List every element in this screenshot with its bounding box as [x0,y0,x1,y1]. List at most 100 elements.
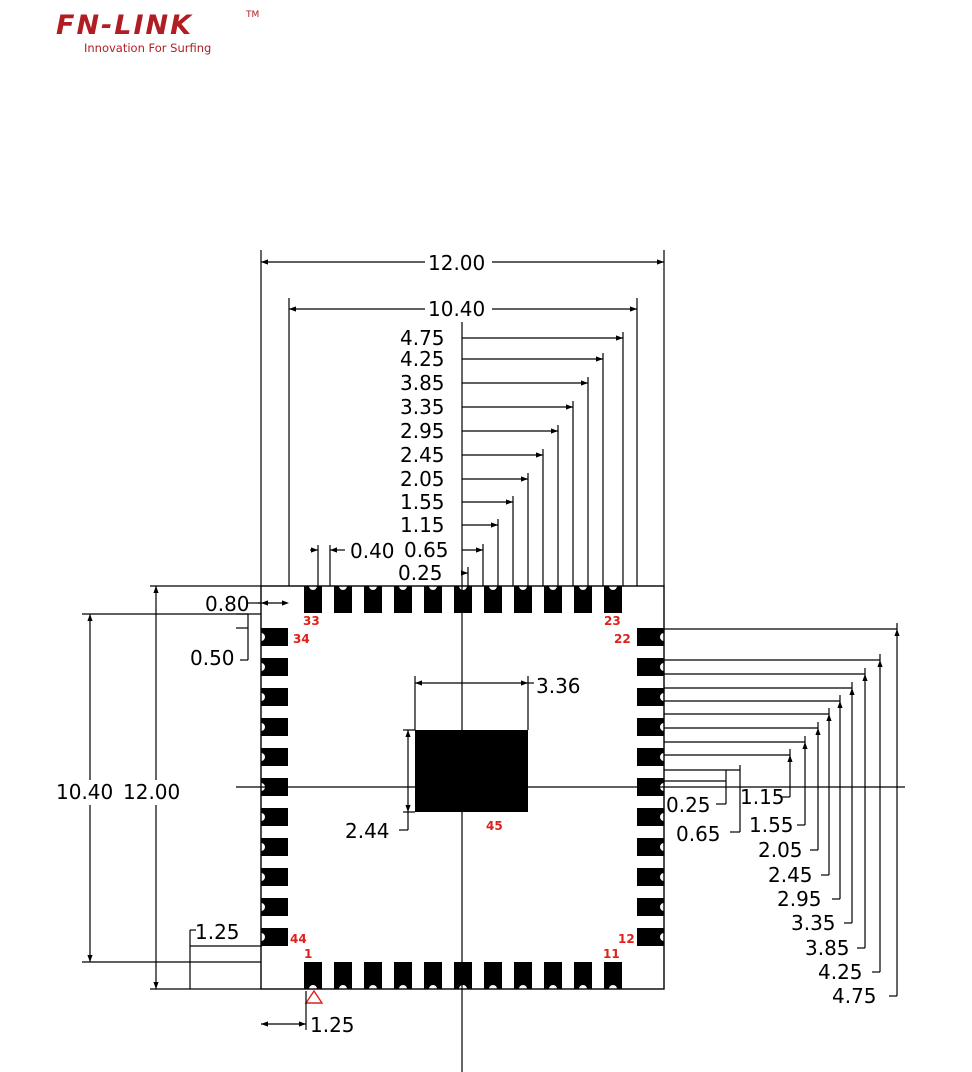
arrowhead [405,730,410,737]
top-pad [454,586,472,613]
top-pad [334,586,352,613]
dim-right-offset-1.55: 1.55 [749,813,794,837]
arrowhead [261,600,268,605]
top-pad [304,586,322,613]
dim-pad-length: 0.80 [205,592,250,616]
right-pad [637,718,664,736]
pin-label-33: 33 [303,614,320,628]
bottom-pad [424,962,442,989]
arrowhead [506,499,513,504]
arrowhead [657,259,664,264]
dim-top-offset-3.85: 3.85 [400,371,445,395]
right-pad [637,808,664,826]
top-pad [544,586,562,613]
top-pad [424,586,442,613]
left-pad [261,838,288,856]
left-pad [261,898,288,916]
left-pad [261,868,288,886]
left-pad [261,628,288,646]
arrowhead [289,306,296,311]
dim-corner-offset-x: 1.25 [310,1013,355,1037]
bottom-pad [394,962,412,989]
dim-right-offset-0.25: 0.25 [666,793,711,817]
left-pad [261,718,288,736]
arrowhead [894,629,899,636]
pin-label-44: 44 [290,932,307,946]
dim-top-offset-3.35: 3.35 [400,395,445,419]
arrowhead [461,570,468,575]
bottom-pad [574,962,592,989]
bottom-pad [364,962,382,989]
top-pad [574,586,592,613]
dim-top-offset-0.65: 0.65 [404,538,449,562]
dim-right-offset-1.15: 1.15 [740,785,785,809]
dim-overall-width: 12.00 [428,251,485,275]
right-pad [637,778,664,796]
right-pad [637,658,664,676]
arrowhead [581,380,588,385]
pin-label-22: 22 [614,632,631,646]
bottom-pad [484,962,502,989]
arrowhead [566,404,573,409]
pin-label-1: 1 [304,947,312,961]
arrowhead [261,1021,268,1026]
top-pad [484,586,502,613]
right-pad [637,868,664,886]
dim-top-offset-2.95: 2.95 [400,419,445,443]
arrowhead [596,356,603,361]
dim-top-offset-4.25: 4.25 [400,347,445,371]
arrowhead [536,452,543,457]
right-pad [637,928,664,946]
arrowhead [405,805,410,812]
bottom-pad [514,962,532,989]
right-pad [637,898,664,916]
dim-top-offset-2.05: 2.05 [400,467,445,491]
pin-label-23: 23 [604,614,621,628]
arrowhead [630,306,637,311]
right-pad [637,748,664,766]
left-pad [261,778,288,796]
arrowhead [849,688,854,695]
pin-label-11: 11 [603,947,620,961]
dim-right-offset-2.45: 2.45 [768,863,813,887]
pin-label-45: 45 [486,819,503,833]
dim-pad-span-height: 10.40 [56,780,113,804]
arrowhead [415,680,422,685]
arrowhead [491,522,498,527]
bottom-pad [544,962,562,989]
bottom-pad [334,962,352,989]
arrowhead [616,335,623,340]
bottom-pad [604,962,622,989]
arrowhead [299,1021,306,1026]
top-pad [364,586,382,613]
bottom-pad [454,962,472,989]
arrowhead [261,259,268,264]
arrowhead [787,755,792,762]
left-pad [261,928,288,946]
dim-pad-span-width: 10.40 [428,297,485,321]
left-pad [261,808,288,826]
dim-overall-height: 12.00 [123,780,180,804]
pin1-marker [306,991,322,1003]
bottom-pad [304,962,322,989]
arrowhead [87,955,92,962]
arrowhead [802,742,807,749]
pin-label-34: 34 [293,632,310,646]
left-pad [261,748,288,766]
arrowhead [521,476,528,481]
top-pad [514,586,532,613]
top-pad [394,586,412,613]
arrowhead [330,547,337,552]
arrowhead [815,728,820,735]
arrowhead [311,547,318,552]
dim-top-offset-0.25: 0.25 [398,561,443,585]
right-pad [637,628,664,646]
arrowhead [837,701,842,708]
dim-right-offset-2.95: 2.95 [777,887,822,911]
dim-pad-spacing: 0.40 [350,539,395,563]
pin-label-12: 12 [618,932,635,946]
dim-right-offset-0.65: 0.65 [676,822,721,846]
center-ground-pad [415,730,528,812]
dim-center-pad-height: 2.44 [345,819,390,843]
